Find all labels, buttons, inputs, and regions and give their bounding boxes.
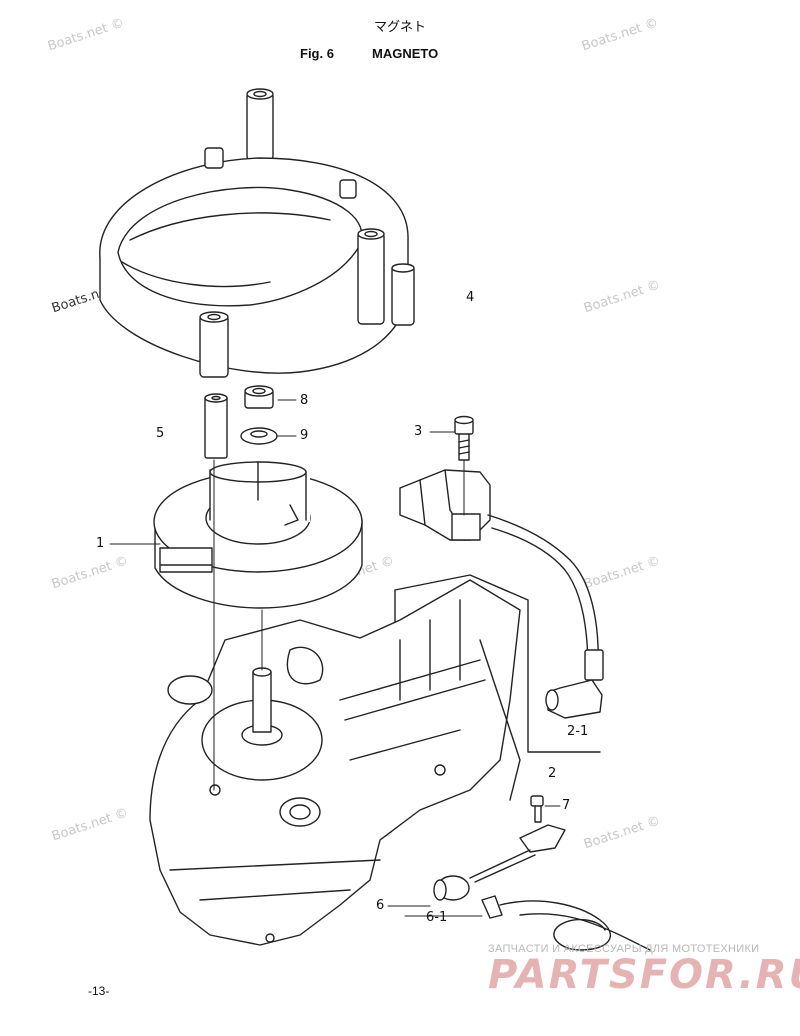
callout-7: 7 (562, 798, 571, 813)
figure-number: Fig. 6 (300, 46, 334, 61)
callout-6: 6 (376, 898, 385, 913)
callout-4: 4 (466, 290, 475, 305)
callout-8: 8 (300, 393, 309, 408)
callout-5: 5 (156, 426, 165, 441)
ignition-coil-part (394, 469, 604, 753)
washer-part (240, 427, 278, 445)
bolt-part (454, 415, 474, 461)
flywheel-stator-part (153, 461, 363, 609)
brand-tagline: ЗАПЧАСТИ И АКСЕССУАРЫ ДЛЯ МОТОТЕХНИКИ (488, 943, 760, 955)
powerhead-housing (149, 579, 521, 946)
callout-2-1: 2-1 (567, 724, 589, 739)
brand-logo: PARTSFOR.RU (488, 952, 800, 998)
callout-6-1: 6-1 (426, 910, 448, 925)
dowel-pin-part (204, 393, 228, 459)
callout-3: 3 (414, 424, 423, 439)
callout-1: 1 (96, 536, 105, 551)
page-number: -13- (88, 984, 110, 998)
diagram-title: MAGNETO (372, 46, 439, 61)
japanese-title: マグネト (373, 20, 426, 35)
stop-switch-lead-part (433, 795, 651, 951)
collar-part (244, 385, 274, 409)
leader-lines (109, 399, 561, 917)
callout-9: 9 (300, 428, 309, 443)
flywheel-cover-part (99, 88, 415, 378)
callout-2: 2 (548, 766, 557, 781)
